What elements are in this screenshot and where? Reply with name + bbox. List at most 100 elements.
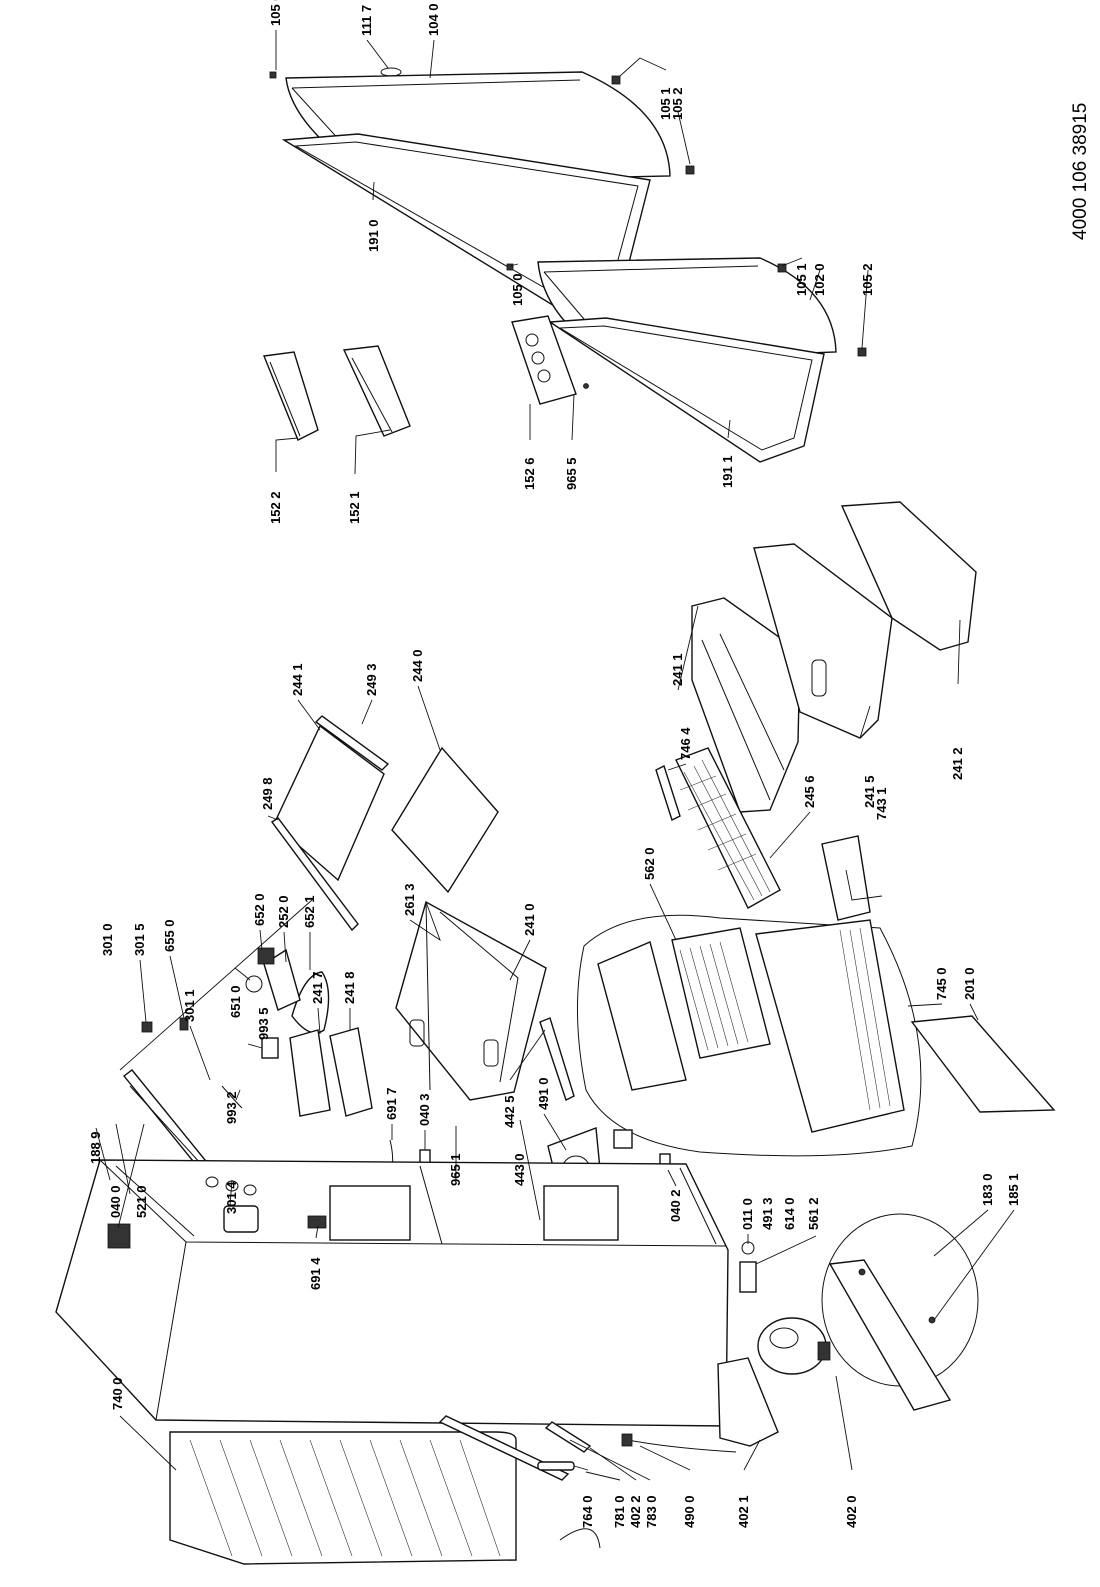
callout-614-0: 614 0 [782, 1197, 797, 1230]
back-panel-201-0 [910, 1015, 1056, 1113]
callout-183-0: 183 0 [980, 1173, 995, 1206]
lamp-holder-252-0 [263, 948, 301, 1011]
lamp-cover-652-1 [291, 971, 330, 1034]
callout-402-0: 402 0 [844, 1495, 859, 1528]
wire-shelf-245-6 [675, 747, 781, 909]
callout-561-2: 561 2 [806, 1197, 821, 1230]
divider-746-4 [655, 765, 681, 821]
wire-993-2 [221, 1085, 243, 1109]
callout-781-0: 781 0 [612, 1495, 627, 1528]
compressor [757, 1317, 831, 1375]
callout-152-6: 152 6 [522, 457, 537, 490]
callout-040-3: 040 3 [417, 1093, 432, 1126]
document-number: 4000 106 38915 [1070, 103, 1091, 240]
compressor-plate-oval [821, 1213, 979, 1411]
callout-111-7: 111 7 [359, 5, 374, 36]
callout-491-3: 491 3 [760, 1197, 775, 1230]
callout-655-0: 655 0 [162, 919, 177, 952]
shelf-trim-249-3 [314, 715, 390, 771]
crisper-241-0 [395, 900, 547, 1101]
callout-783-0: 783 0 [644, 1495, 659, 1528]
callout-241-5: 241 5 [862, 775, 877, 808]
callout-652-1: 652 1 [302, 895, 317, 928]
callout-105-1-mid: 105 1 [794, 263, 809, 296]
callout-993-2: 993 2 [224, 1091, 239, 1124]
glass-shelf-244-1 [273, 724, 385, 882]
lower-door-gasket [547, 317, 825, 463]
callout-691-7: 691 7 [384, 1087, 399, 1120]
lamp-652-0 [257, 947, 275, 965]
callout-201-0: 201 0 [962, 967, 977, 1000]
callout-105-1-top: 105 1 [658, 87, 673, 120]
cabinet [55, 1159, 757, 1427]
callout-241-7: 241 7 [310, 971, 325, 1004]
callout-301-4: 301 4 [224, 1181, 239, 1214]
callout-241-2: 241 2 [950, 747, 965, 780]
bracket-241-8 [329, 1027, 373, 1117]
callout-491-0: 491 0 [536, 1077, 551, 1110]
callout-105-0-mid: 105 0 [510, 273, 525, 306]
callout-105-2-mid: 105 2 [860, 263, 875, 296]
freezer-drawer-241-5 [753, 543, 893, 739]
callout-746-4: 746 4 [678, 727, 693, 760]
callout-521-0: 521 0 [134, 1185, 149, 1218]
callout-040-2: 040 2 [668, 1189, 683, 1222]
callout-402-2: 402 2 [628, 1495, 643, 1528]
knob-301-5 [141, 1021, 153, 1033]
callout-191-1: 191 1 [720, 455, 735, 488]
callout-040-0: 040 0 [108, 1185, 123, 1218]
callout-249-8: 249 8 [260, 777, 275, 810]
callout-188-9: 188 9 [88, 1131, 103, 1164]
callout-691-4: 691 4 [308, 1257, 323, 1290]
switch-993-5 [261, 1037, 279, 1059]
callout-301-1: 301 1 [182, 989, 197, 1022]
callout-105-0-top: 105 0 [268, 0, 283, 26]
callout-764-0: 764 0 [580, 1495, 595, 1528]
callout-104-0: 104 0 [426, 3, 441, 36]
glass-shelf-244-0 [391, 746, 499, 894]
callout-443-0: 443 0 [512, 1153, 527, 1186]
cover-743-1 [821, 835, 871, 921]
callout-651-0: 651 0 [228, 985, 243, 1018]
callout-652-0: 652 0 [252, 893, 267, 926]
crisper-rail-442-5 [539, 1017, 575, 1101]
door-bin-152-1 [342, 345, 411, 437]
callout-105-2-top: 105 2 [670, 87, 685, 120]
callout-241-8: 241 8 [342, 971, 357, 1004]
power-cord-490-0 [621, 1433, 737, 1453]
callout-745-0: 745 0 [934, 967, 949, 1000]
callout-labels: 105 0 111 7 104 0 105 1 105 2 191 0 105 … [88, 0, 1021, 1528]
callout-965-5: 965 5 [564, 457, 579, 490]
condenser [169, 1431, 601, 1565]
callout-152-2: 152 2 [268, 491, 283, 524]
leader-lines [95, 30, 1015, 1481]
callout-152-1: 152 1 [347, 491, 362, 524]
callout-244-1: 244 1 [290, 663, 305, 696]
callout-490-0: 490 0 [682, 1495, 697, 1528]
freezer-drawer-241-2 [840, 501, 977, 651]
callout-249-3: 249 3 [364, 663, 379, 696]
callout-261-3: 261 3 [402, 883, 417, 916]
callout-301-0: 301 0 [100, 923, 115, 956]
callout-740-0: 740 0 [110, 1377, 125, 1410]
callout-562-0: 562 0 [642, 847, 657, 880]
bracket-241-7 [289, 1029, 331, 1117]
callout-402-1: 402 1 [736, 1495, 751, 1528]
callout-743-1: 743 1 [874, 787, 889, 820]
callout-241-1: 241 1 [670, 653, 685, 686]
callout-252-0: 252 0 [276, 895, 291, 928]
tube-783-0 [544, 1421, 592, 1453]
door-shelf-152-6 [511, 315, 589, 405]
evaporator-assembly [576, 914, 922, 1157]
callout-993-5: 993 5 [256, 1007, 271, 1040]
freezer-drawer-241-1 [691, 597, 801, 813]
tube-781-0 [438, 1415, 570, 1481]
callout-102-0: 102 0 [812, 263, 827, 296]
callout-245-6: 245 6 [802, 775, 817, 808]
callout-965-1: 965 1 [448, 1153, 463, 1186]
callout-011-0: 011 0 [740, 1198, 755, 1230]
callout-442-5: 442 5 [502, 1095, 517, 1128]
callout-244-0: 244 0 [410, 649, 425, 682]
filter-764-0 [537, 1461, 575, 1471]
